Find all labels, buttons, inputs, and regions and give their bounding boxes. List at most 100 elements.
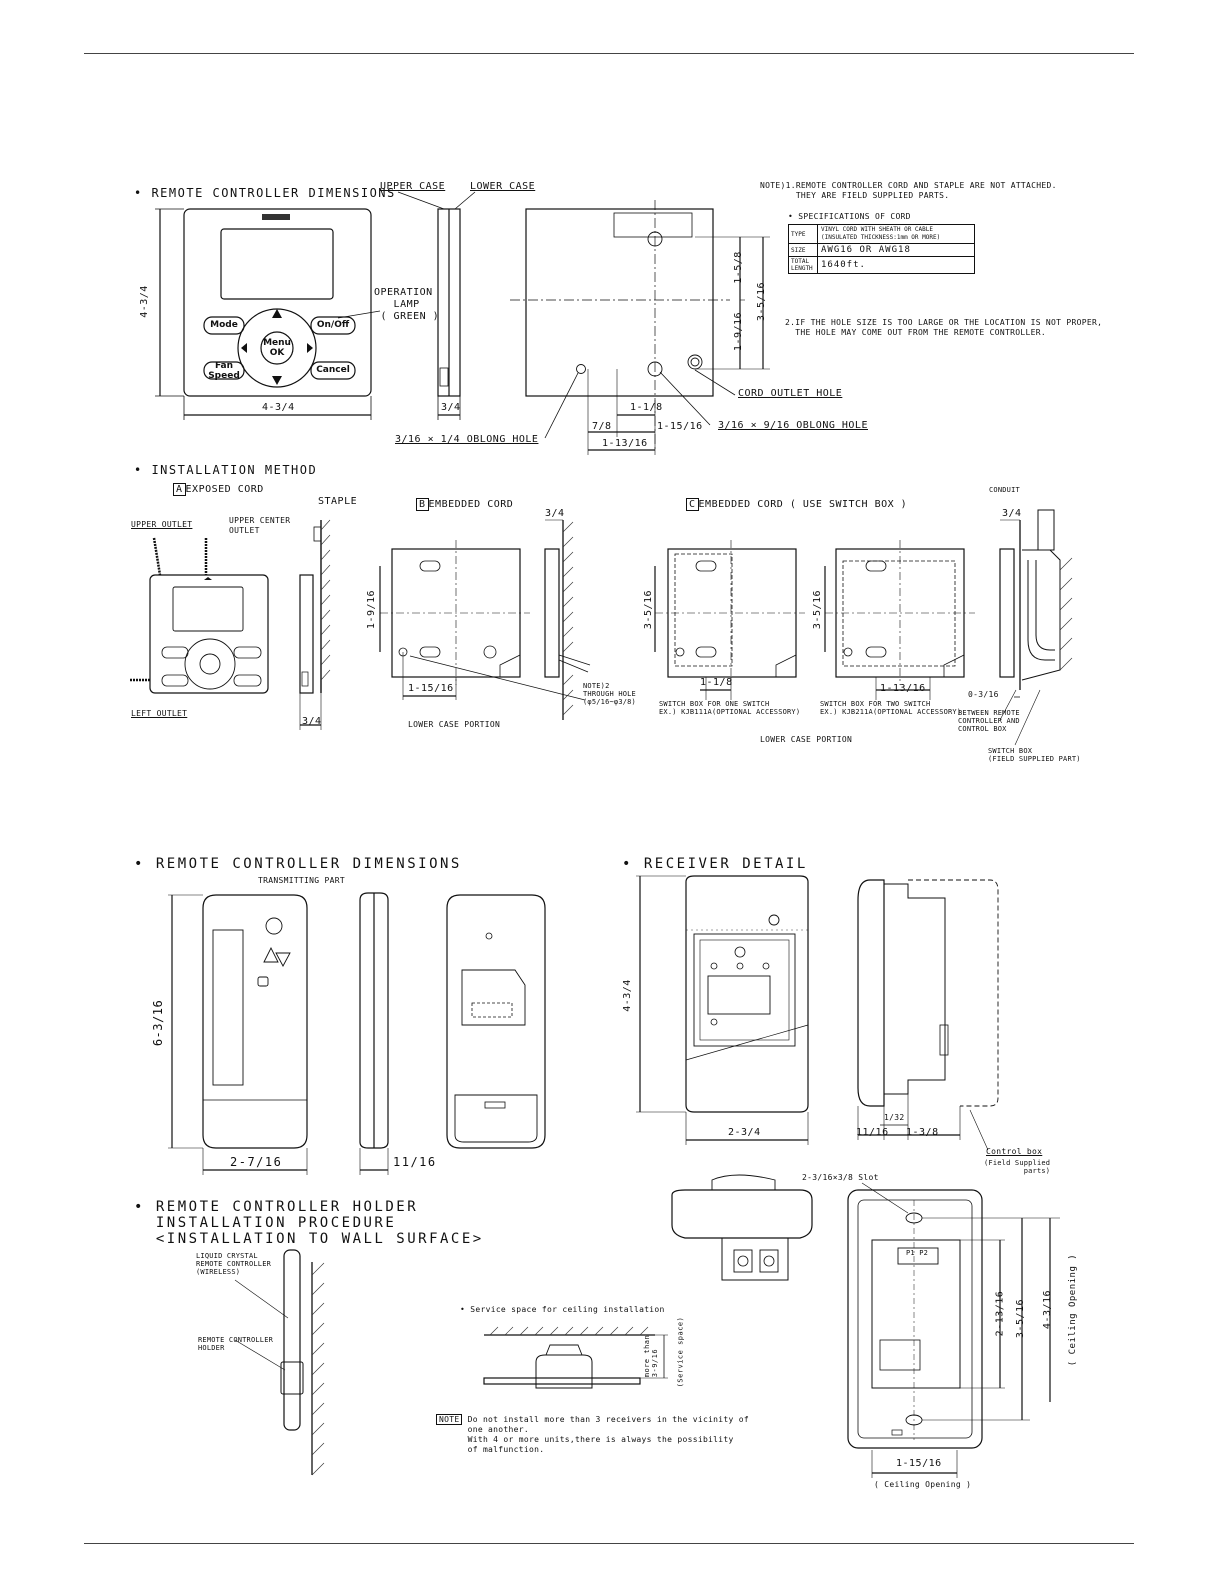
top-rule	[84, 53, 1134, 54]
install-c-one	[667, 548, 797, 678]
lower-case-portion-b: LOWER CASE PORTION	[408, 720, 501, 729]
wired-lcd-screen	[220, 228, 334, 300]
note2-through-hole: NOTE)2 THROUGH HOLE (φ5/16~φ3/8)	[583, 682, 636, 706]
install-c-1-1-8-dim: 1-1/8	[700, 677, 733, 688]
table-row: TOTAL LENGTH 1640ft.	[788, 256, 975, 274]
table-row: TYPE VINYL CORD WITH SHEATH OR CABLE (IN…	[788, 224, 975, 244]
receiver-2-13-16-dim: 2-13/16	[994, 1290, 1006, 1337]
spec-key: TYPE	[788, 224, 818, 244]
bottom-rule	[84, 1543, 1134, 1544]
control-box-label: Control box	[986, 1147, 1043, 1156]
switch-box-two-label: SWITCH BOX FOR TWO SWITCH EX.) KJB211A(O…	[820, 700, 962, 716]
receiver-1-15-16-dim: 1-15/16	[896, 1458, 942, 1469]
wireless-back	[446, 894, 546, 1149]
upper-outlet-label: UPPER OUTLET	[131, 520, 193, 529]
conduit-side	[999, 548, 1015, 678]
oblong-9-16-label: 3/16 × 9/16 OBLONG HOLE	[718, 420, 868, 431]
install-a-controller	[149, 574, 269, 694]
wireless-side	[359, 892, 389, 1149]
ceiling-opening-horizontal: ( Ceiling Opening )	[874, 1480, 972, 1489]
receiver-detail-title: • RECEIVER DETAIL	[622, 856, 808, 872]
receiver-side	[857, 879, 885, 1107]
spec-value: 1640ft.	[817, 256, 975, 274]
wired-depth-dim: 3/4	[441, 402, 461, 413]
upper-case-label: UPPER CASE	[380, 181, 446, 192]
left-outlet-label: LEFT OUTLET	[131, 709, 188, 718]
lower-case-portion-c: LOWER CASE PORTION	[760, 735, 853, 744]
install-b-1-9-16-dim: 1-9/16	[366, 589, 378, 630]
holder-title: • REMOTE CONTROLLER HOLDER INSTALLATION …	[134, 1199, 484, 1247]
cancel-button-label: Cancel	[316, 365, 350, 375]
receiver-base	[671, 1189, 813, 1239]
conduit-label: CONDUIT	[989, 486, 1020, 494]
switch-box-one-label: SWITCH BOX FOR ONE SWITCH EX.) KJB111A(O…	[659, 700, 801, 716]
more-than-label: more than 3-9/16	[643, 1334, 660, 1378]
install-0-3-16-dim: 0-3/16	[968, 690, 999, 699]
receiver-1-32-dim: 1/32	[884, 1113, 905, 1122]
label-b: B	[416, 498, 429, 511]
wireless-front	[202, 894, 308, 1149]
fan-speed-button-label: Fan Speed	[208, 361, 240, 381]
wired-back-case	[525, 208, 714, 397]
dim-1-15-16: 1-15/16	[657, 421, 703, 432]
wireless-height-dim: 6-3/16	[151, 999, 166, 1047]
install-b-back	[391, 548, 521, 678]
onoff-button-label: On/Off	[316, 320, 350, 330]
embedded-switch-box-label: EMBEDDED CORD ( USE SWITCH BOX )	[698, 499, 908, 510]
spec-value: VINYL CORD WITH SHEATH OR CABLE (INSULAT…	[817, 224, 975, 244]
receiver-4-3-16-dim: 4-3/16	[1042, 1289, 1054, 1330]
cord-spec-table: TYPE VINYL CORD WITH SHEATH OR CABLE (IN…	[788, 224, 975, 274]
wireless-dimensions-title: • REMOTE CONTROLLER DIMENSIONS	[134, 856, 462, 872]
receiver-3-5-16-dim: 3-5/16	[1015, 1298, 1027, 1339]
field-supplied-label: (Field Supplied parts)	[984, 1159, 1051, 1175]
spec-key: TOTAL LENGTH	[788, 256, 818, 274]
install-a-depth-dim: 3/4	[302, 716, 322, 727]
holder-remote	[283, 1249, 301, 1431]
p1-p2-label: P1 P2	[906, 1249, 929, 1257]
oblong-1-4-label: 3/16 × 1/4 OBLONG HOLE	[395, 434, 539, 445]
receiver-height-dim: 4-3/4	[621, 979, 633, 1012]
install-c-3-5-16-dim-one: 3-5/16	[643, 589, 655, 630]
install-b-1-15-16-dim: 1-15/16	[408, 683, 454, 694]
staple-label: STAPLE	[318, 496, 358, 507]
dim-3-5-16: 3-5/16	[756, 281, 768, 322]
service-note-text: Do not install more than 3 receivers in …	[467, 1415, 749, 1454]
switch-box-field-label: SWITCH BOX (FIELD SUPPLIED PART)	[988, 747, 1081, 763]
receiver-1-3-8-dim: 1-3/8	[906, 1127, 939, 1138]
installation-method-title: • INSTALLATION METHOD	[134, 463, 318, 477]
table-row: SIZE AWG16 OR AWG18	[788, 243, 975, 257]
exposed-cord-label: EXPOSED CORD	[185, 484, 264, 495]
install-b-side	[544, 548, 560, 678]
dim-1-1-8: 1-1/8	[630, 402, 663, 413]
note-1: NOTE)1.REMOTE CONTROLLER CORD AND STAPLE…	[760, 181, 1057, 200]
label-c: C	[686, 498, 699, 511]
dim-7-8: 7/8	[592, 421, 612, 432]
spec-title: • SPECIFICATIONS OF CORD	[788, 212, 911, 221]
ceiling-board	[483, 1377, 641, 1385]
cord-outlet-hole-label: CORD OUTLET HOLE	[738, 388, 843, 399]
mode-button-label: Mode	[210, 320, 238, 330]
lower-case-label: LOWER CASE	[470, 181, 536, 192]
install-b-depth-dim: 3/4	[545, 508, 565, 519]
install-c-3-5-16-dim-two: 3-5/16	[812, 589, 824, 630]
service-space-title: • Service space for ceiling installation	[460, 1305, 665, 1314]
operation-lamp-label: OPERATION LAMP ( GREEN )	[374, 287, 440, 322]
note-badge: NOTE	[436, 1414, 463, 1425]
spec-key: SIZE	[788, 243, 818, 257]
conduit-depth-dim: 3/4	[1002, 508, 1022, 519]
embedded-cord-label: EMBEDDED CORD	[428, 499, 514, 510]
wired-side-profile	[437, 208, 461, 397]
install-c-1-13-16-dim: 1-13/16	[880, 683, 926, 694]
spec-value: AWG16 OR AWG18	[817, 243, 975, 257]
wired-height-dim: 4-3/4	[138, 285, 150, 318]
service-note: NOTE Do not install more than 3 receiver…	[436, 1414, 749, 1455]
wireless-depth-dim: 11/16	[393, 1155, 437, 1169]
receiver-mounting-plate	[847, 1189, 983, 1449]
wired-width-dim: 4-3/4	[262, 402, 295, 413]
receiver-11-16-dim: 11/16	[856, 1127, 889, 1138]
dim-1-13-16: 1-13/16	[602, 438, 648, 449]
